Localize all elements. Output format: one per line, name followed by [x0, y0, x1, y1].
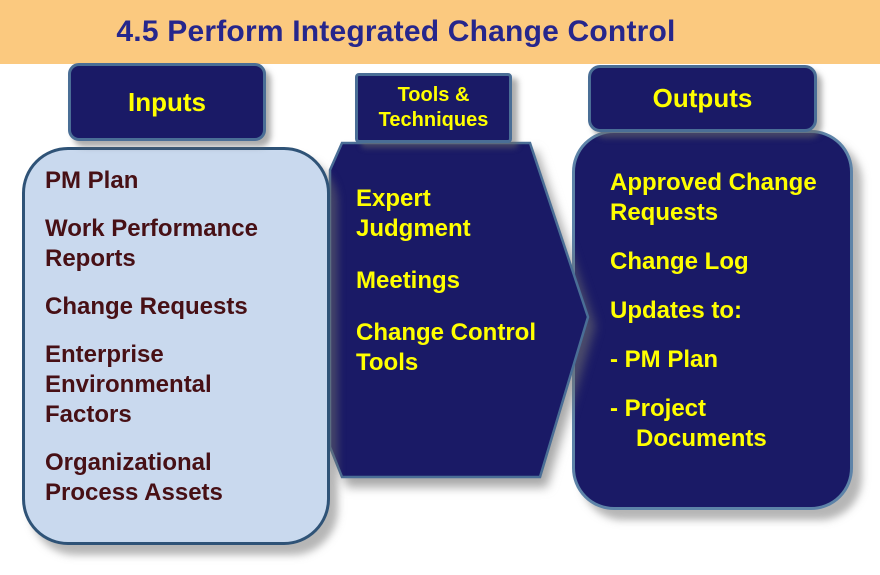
list-item: Change Control Tools	[356, 319, 536, 376]
outputs-header-label: Outputs	[652, 83, 753, 113]
list-item: Organizational Process Assets	[45, 449, 223, 506]
tools-list: Expert Judgment Meetings Change Control …	[356, 184, 566, 400]
list-item: Meetings	[356, 267, 461, 294]
outputs-list: Approved Change Requests Change Log Upda…	[610, 168, 838, 473]
inputs-header: Inputs	[68, 63, 266, 141]
list-item: Expert Judgment	[356, 185, 471, 242]
tools-arrow-shape	[328, 141, 590, 479]
list-item: - PM Plan	[610, 346, 719, 373]
outputs-header: Outputs	[588, 65, 817, 132]
list-item: Change Log	[610, 248, 749, 275]
tools-header: Tools & Techniques	[355, 73, 512, 143]
list-item: Approved Change Requests	[610, 169, 817, 226]
page-title: 4.5 Perform Integrated Change Control	[116, 15, 676, 48]
list-item: Change Requests	[45, 293, 248, 320]
list-item: Updates to:	[610, 297, 742, 324]
list-item: PM Plan	[45, 167, 139, 194]
title-band: 4.5 Perform Integrated Change Control	[0, 0, 880, 64]
inputs-panel	[22, 147, 330, 545]
list-item: Enterprise Environmental Factors	[45, 341, 212, 428]
outputs-panel	[572, 130, 853, 510]
list-item: Work Performance Reports	[45, 215, 258, 272]
inputs-list: PM Plan Work Performance Reports Change …	[45, 166, 291, 526]
inputs-header-label: Inputs	[128, 86, 206, 117]
list-item: - Project Documents	[610, 395, 767, 452]
tools-header-label: Tools & Techniques	[378, 84, 489, 131]
arrow-polygon	[328, 141, 590, 479]
